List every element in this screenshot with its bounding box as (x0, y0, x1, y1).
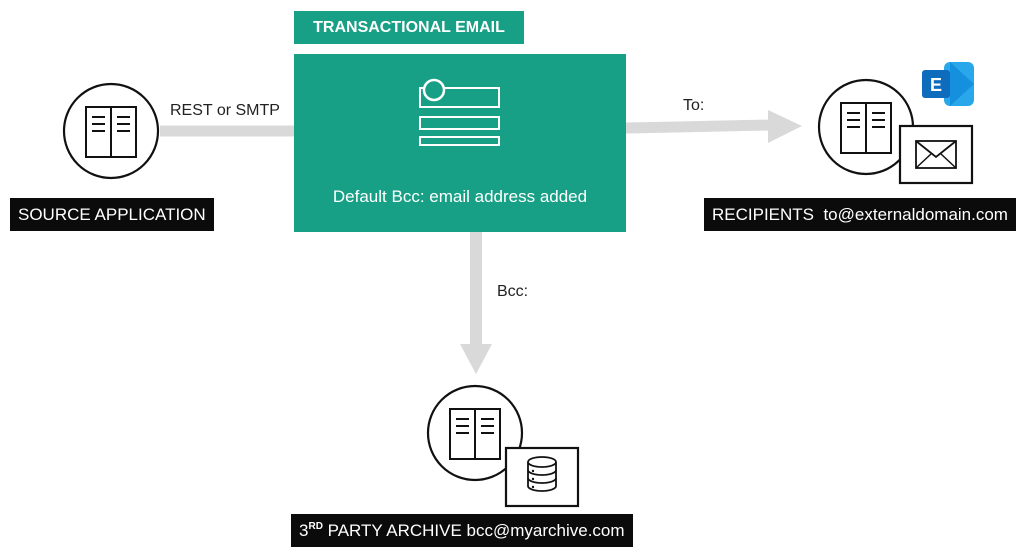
edge-email-to-archive (460, 232, 492, 374)
archive-label-prefix: 3 (299, 521, 309, 540)
transactional-email-title: TRANSACTIONAL EMAIL (294, 11, 524, 44)
edge-label-rest-smtp: REST or SMTP (170, 102, 280, 119)
recipients-icon (817, 78, 974, 185)
transactional-email-box: Default Bcc: email address added (294, 54, 626, 232)
email-template-icon (419, 78, 500, 146)
book-icon (85, 106, 137, 158)
recipients-label: RECIPIENTS to@externaldomain.com (704, 198, 1016, 231)
database-icon (504, 446, 580, 508)
source-app-icon (62, 82, 160, 180)
edge-email-to-recipients (625, 110, 802, 143)
book-icon (449, 408, 501, 460)
source-application-label: SOURCE APPLICATION (10, 198, 214, 231)
envelope-icon (898, 124, 974, 185)
default-bcc-caption: Default Bcc: email address added (332, 187, 588, 206)
archive-label-rest: PARTY ARCHIVE bcc@myarchive.com (322, 521, 625, 540)
book-icon (840, 102, 892, 154)
exchange-logo-letter: E (930, 75, 942, 95)
archive-icon (426, 384, 580, 508)
edge-label-to: To: (683, 97, 705, 114)
archive-label-superscript: RD (308, 521, 323, 532)
archive-label: 3RD PARTY ARCHIVE bcc@myarchive.com (291, 514, 633, 547)
exchange-logo-icon: E (922, 62, 974, 106)
edge-label-bcc: Bcc: (497, 283, 529, 300)
